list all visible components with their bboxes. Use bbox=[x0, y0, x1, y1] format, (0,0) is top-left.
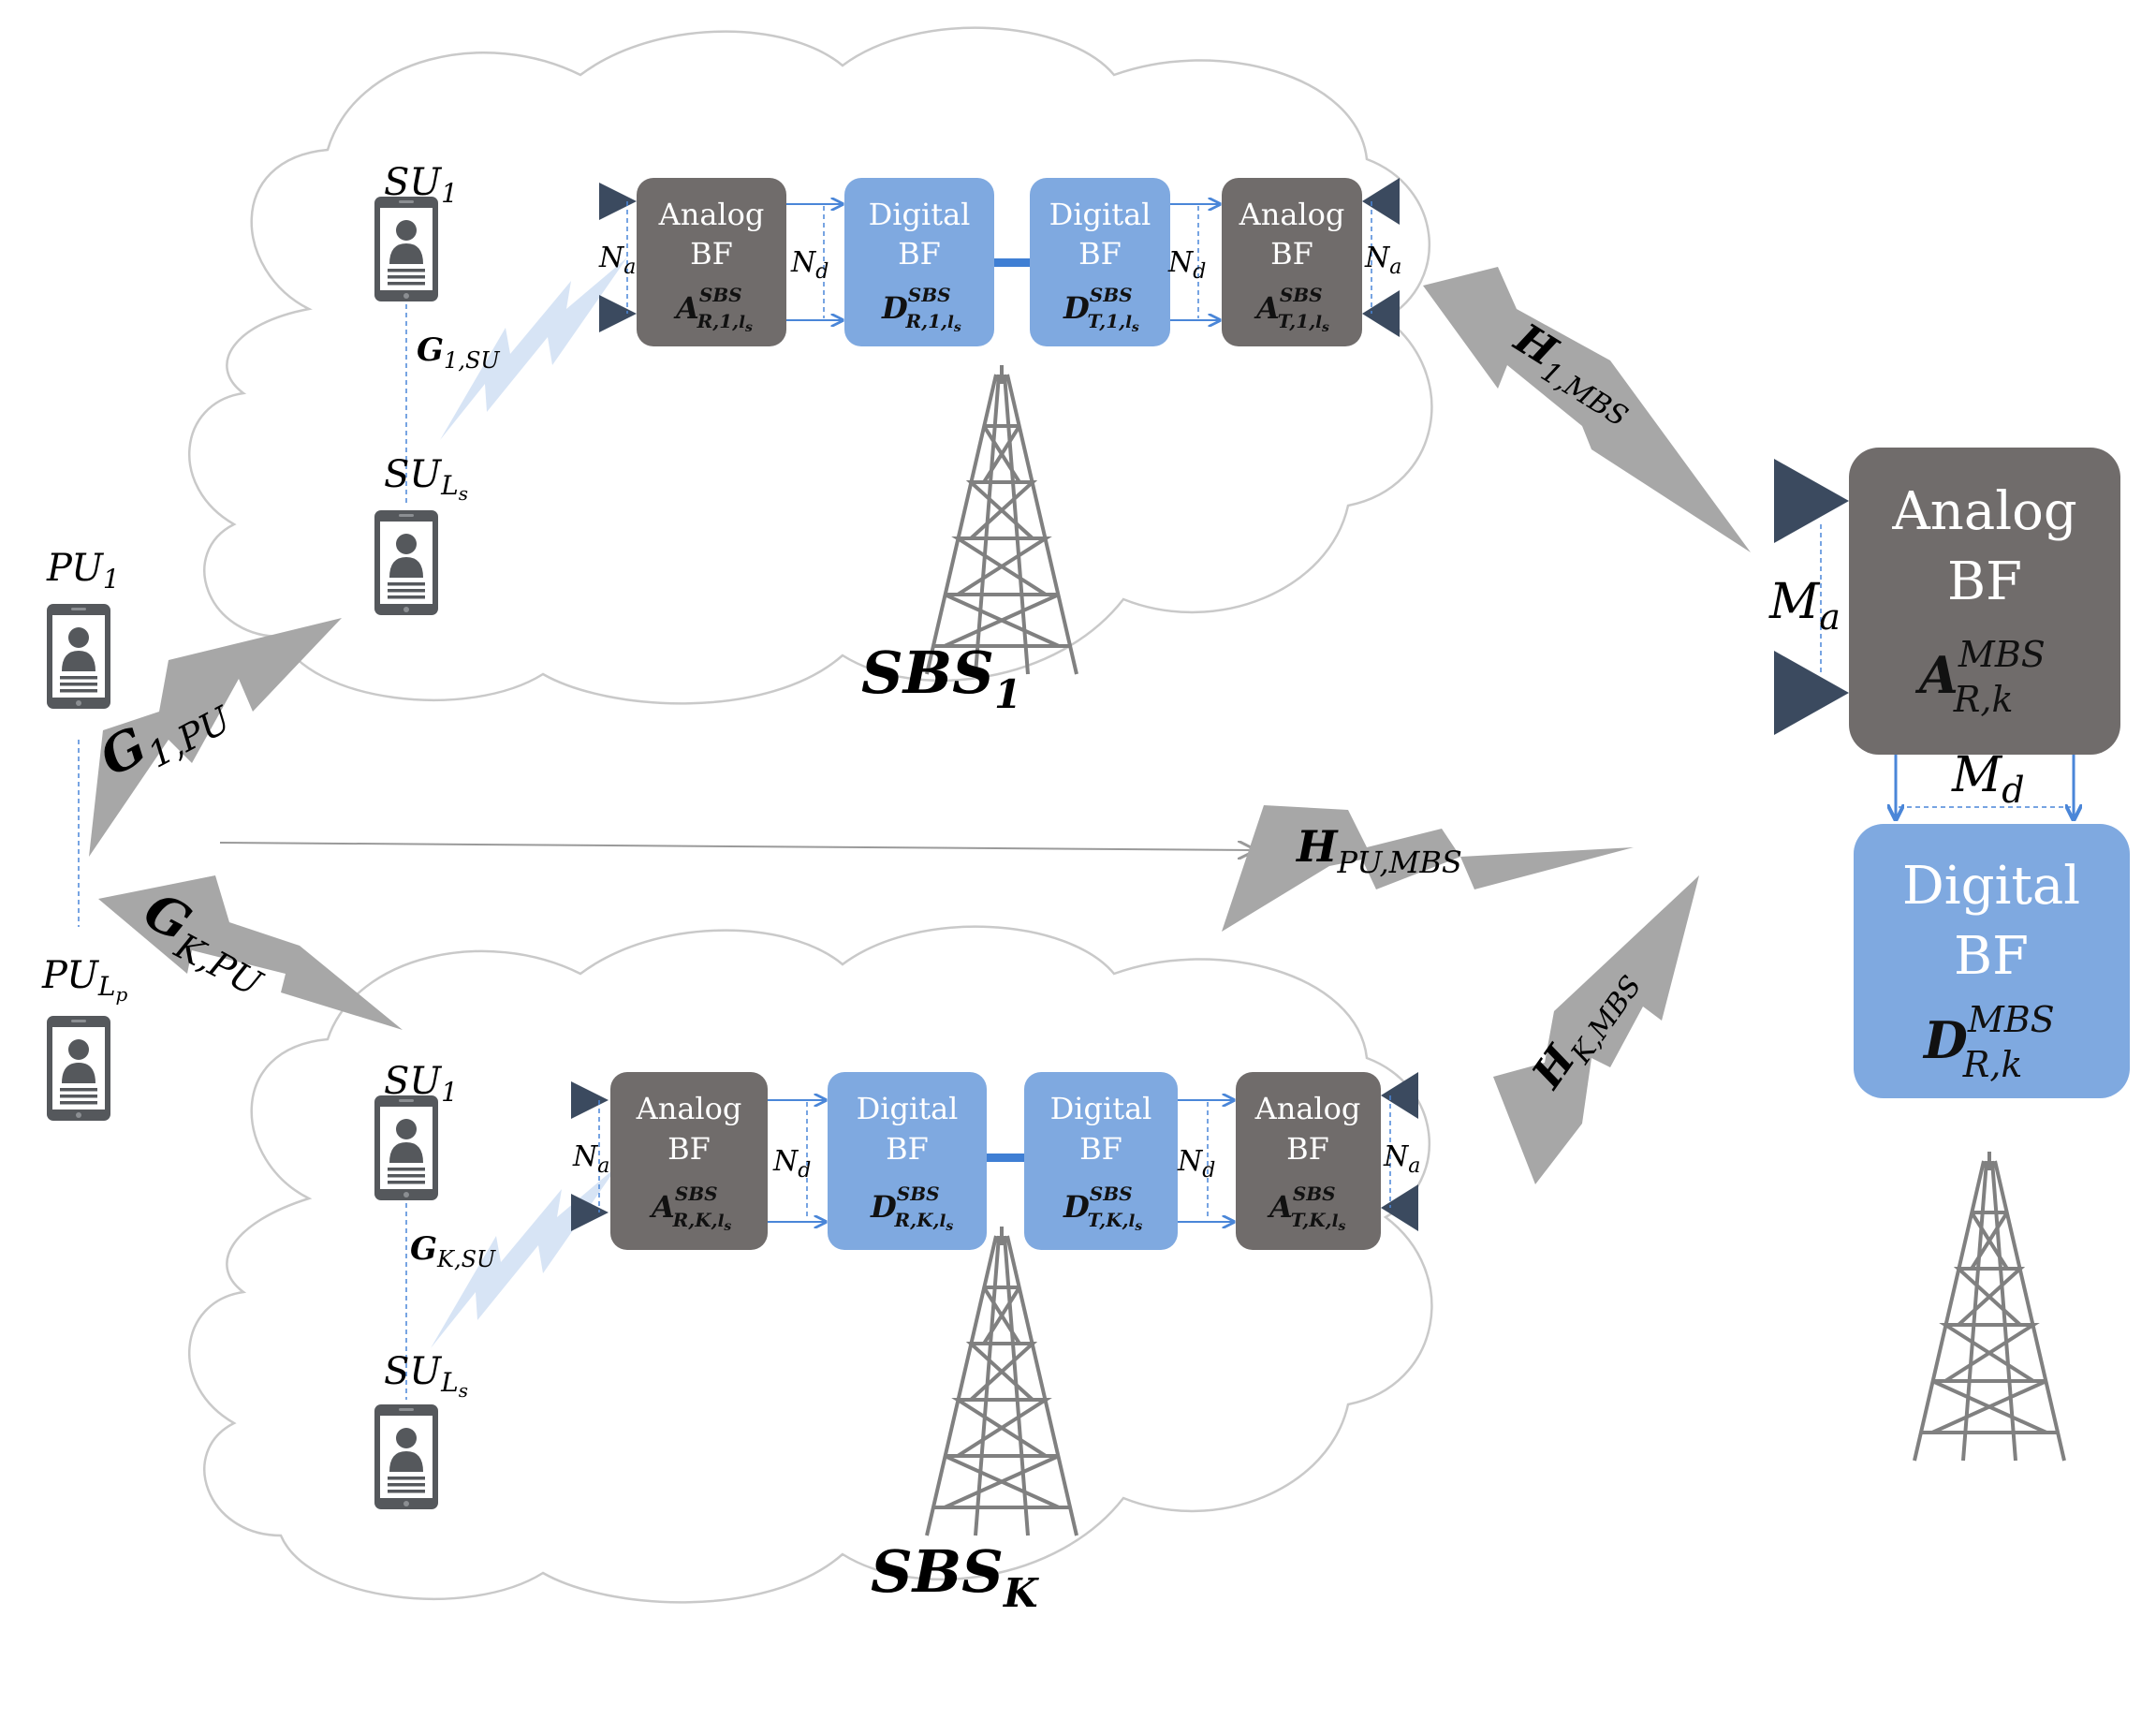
svg-text:Analog: Analog bbox=[1254, 1091, 1361, 1126]
cellK-su1-phone-icon bbox=[374, 1095, 438, 1200]
svg-text:Digital: Digital bbox=[869, 197, 971, 232]
cell1-suls-phone-icon bbox=[374, 510, 438, 615]
cell1-tx-antenna-icon-top bbox=[1362, 178, 1400, 225]
svg-text:BF: BF bbox=[1079, 1131, 1122, 1167]
svg-text:BF: BF bbox=[1270, 236, 1313, 272]
cell1-su1-label: SU1 bbox=[384, 161, 458, 209]
cellK-sbs-label: SBSK bbox=[871, 1537, 1039, 1616]
cellK-tx-antenna-icon-bottom bbox=[1381, 1184, 1418, 1231]
svg-text:Digital: Digital bbox=[1049, 197, 1151, 232]
cellK-rx-antenna-icon-bottom bbox=[571, 1194, 609, 1231]
cellK-rx-antenna-icon-top bbox=[571, 1081, 609, 1119]
cellK-na-left-label: Na bbox=[572, 1140, 609, 1178]
hpumbs-bolt-icon bbox=[1222, 805, 1634, 932]
mbs-md-label: Md bbox=[1951, 747, 2025, 811]
pu1-phone-icon bbox=[47, 604, 110, 709]
cellK-suls-phone-icon bbox=[374, 1404, 438, 1509]
svg-text:BF: BF bbox=[690, 236, 733, 272]
mbs-antenna-icon-top bbox=[1774, 459, 1849, 543]
svg-text:Digital: Digital bbox=[1902, 856, 2080, 917]
cell1-rx-antenna-icon-top bbox=[599, 183, 637, 220]
svg-text:BF: BF bbox=[1947, 551, 2022, 612]
gkpu-bolt-icon bbox=[98, 875, 403, 1030]
cellK-sbs-connector bbox=[987, 1154, 1026, 1162]
svg-text:Analog: Analog bbox=[1239, 197, 1345, 232]
cell1-rx-antenna-icon-bottom bbox=[599, 295, 637, 332]
svg-text:BF: BF bbox=[886, 1131, 929, 1167]
pulp-label: PULp bbox=[41, 954, 128, 1006]
cell1-na-left-label: Na bbox=[598, 242, 636, 279]
svg-text:BF: BF bbox=[667, 1131, 711, 1167]
hkmbs-bolt-icon bbox=[1493, 875, 1699, 1184]
pu1-label: PU1 bbox=[46, 547, 120, 595]
mbs-ma-label: Ma bbox=[1768, 574, 1841, 638]
svg-text:Analog: Analog bbox=[1891, 481, 2076, 542]
svg-text:BF: BF bbox=[898, 236, 941, 272]
hpumbs-label: HPU,MBS bbox=[1295, 821, 1462, 880]
svg-text:Analog: Analog bbox=[636, 1091, 742, 1126]
pu-mbs-arrow bbox=[219, 843, 1254, 850]
cell1-na-right-label: Na bbox=[1364, 242, 1401, 279]
cellK-tx-antenna-icon-top bbox=[1381, 1072, 1418, 1119]
mbs-antenna-icon-bottom bbox=[1774, 651, 1849, 735]
svg-text:BF: BF bbox=[1286, 1131, 1329, 1167]
cell1-suls-label: SULs bbox=[384, 453, 468, 505]
cellK-su1-label: SU1 bbox=[384, 1060, 458, 1108]
cell1-sbs-label: SBS1 bbox=[861, 639, 1021, 717]
cell1-g-su-bolt-icon bbox=[440, 257, 627, 440]
svg-text:Digital: Digital bbox=[1050, 1091, 1152, 1126]
mbs-tower-icon bbox=[1913, 1150, 2066, 1462]
cell1-sbs-connector bbox=[994, 258, 1034, 267]
pulp-phone-icon bbox=[47, 1016, 110, 1121]
cell1-su1-phone-icon bbox=[374, 197, 438, 301]
svg-text:BF: BF bbox=[1954, 926, 2029, 987]
cellK-g-su-label: GK,SU bbox=[410, 1230, 496, 1272]
cell1-nd-right-label: Nd bbox=[1167, 246, 1206, 284]
svg-text:Digital: Digital bbox=[857, 1091, 959, 1126]
cell1-nd-left-label: Nd bbox=[790, 246, 829, 284]
cellK-nd-right-label: Nd bbox=[1177, 1145, 1215, 1183]
cellK-nd-left-label: Nd bbox=[772, 1145, 811, 1183]
svg-text:Analog: Analog bbox=[658, 197, 765, 232]
cell1-g-su-label: G1,SU bbox=[417, 331, 500, 374]
svg-text:BF: BF bbox=[1078, 236, 1122, 272]
cell1-tx-antenna-icon-bottom bbox=[1362, 290, 1400, 337]
cellK-suls-label: SULs bbox=[384, 1350, 468, 1402]
g1pu-bolt-icon bbox=[89, 618, 342, 857]
cellK-na-right-label: Na bbox=[1383, 1140, 1420, 1178]
h1mbs-bolt-icon bbox=[1423, 267, 1751, 552]
